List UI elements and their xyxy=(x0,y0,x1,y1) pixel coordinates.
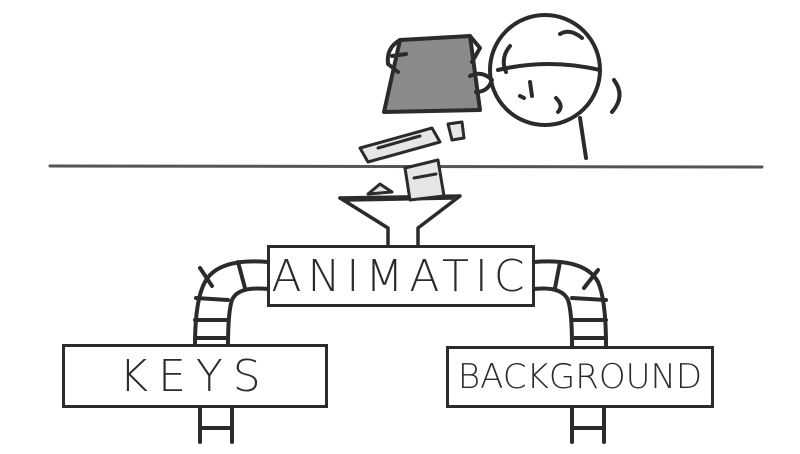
animatic-label: ANIMATIC xyxy=(271,250,531,302)
falling-paper-sheets xyxy=(358,120,466,202)
funnel-icon xyxy=(338,194,462,247)
animatic-box: ANIMATIC xyxy=(267,245,535,307)
keys-box: KEYS xyxy=(62,344,328,408)
background-label: BACKGROUND xyxy=(457,357,703,397)
bottom-pipes xyxy=(198,406,606,444)
right-pipe xyxy=(532,259,608,348)
bucket-icon xyxy=(382,34,482,114)
background-box: BACKGROUND xyxy=(446,346,714,408)
left-pipe xyxy=(193,259,270,348)
stick-figure-character xyxy=(468,13,622,160)
keys-label: KEYS xyxy=(119,350,271,402)
